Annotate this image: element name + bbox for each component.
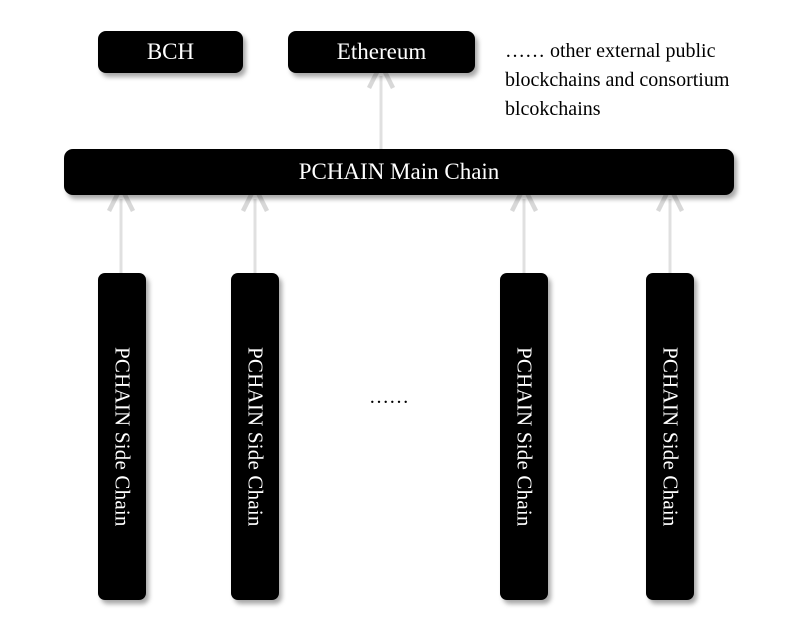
side-chain-ellipsis: …… (369, 386, 409, 408)
side-chain-label: PCHAIN Side Chain (110, 346, 135, 527)
side-chain-node: PCHAIN Side Chain (231, 273, 279, 600)
side-chain-node: PCHAIN Side Chain (500, 273, 548, 600)
side-chain-label: PCHAIN Side Chain (243, 346, 268, 527)
external-chains-note: …… other external public blockchains and… (505, 40, 730, 120)
side-chain-node: PCHAIN Side Chain (98, 273, 146, 600)
bch-label: BCH (146, 39, 195, 64)
ethereum-node: Ethereum (288, 31, 475, 73)
side-chain-node: PCHAIN Side Chain (646, 273, 694, 600)
bch-node: BCH (98, 31, 243, 73)
ethereum-label: Ethereum (336, 39, 427, 64)
main-chain-node: PCHAIN Main Chain (64, 149, 734, 195)
side-chain-label: PCHAIN Side Chain (512, 346, 537, 527)
main-chain-label: PCHAIN Main Chain (298, 159, 500, 184)
side-chain-label: PCHAIN Side Chain (658, 346, 683, 527)
